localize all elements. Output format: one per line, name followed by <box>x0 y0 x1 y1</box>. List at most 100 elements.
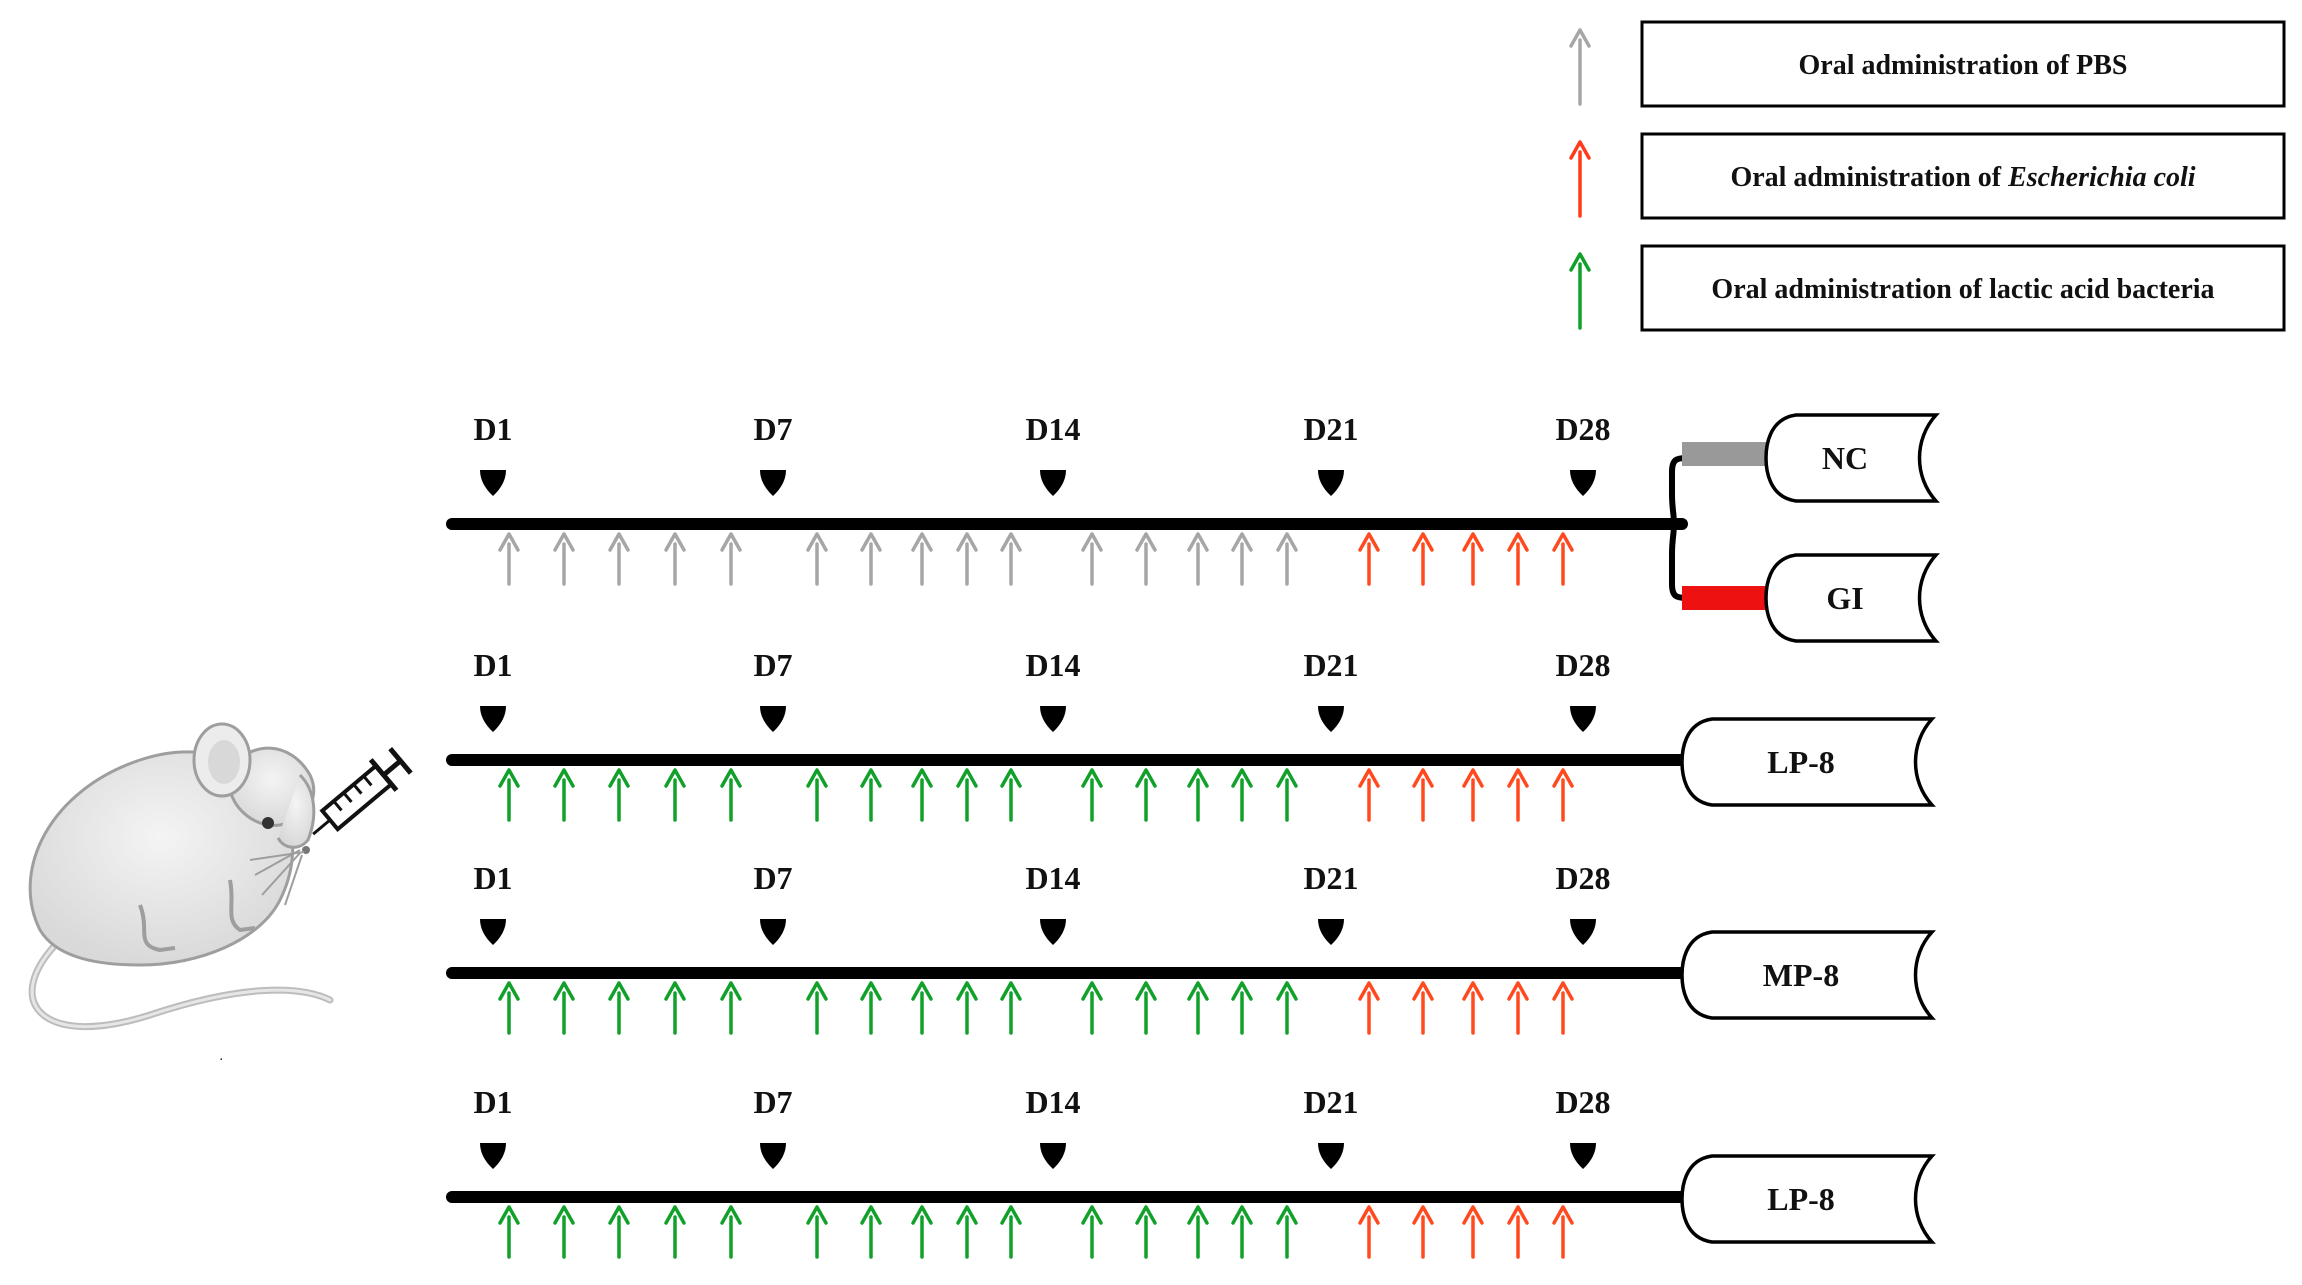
administration-arrow <box>1358 768 1380 822</box>
administration-arrow <box>498 768 520 822</box>
administration-arrow <box>1231 768 1253 822</box>
day-marker-icon <box>1318 470 1344 496</box>
day-label: D28 <box>1555 411 1610 447</box>
day-label: D21 <box>1303 1084 1358 1120</box>
group-box: GI <box>1764 553 1940 643</box>
administration-arrow <box>1000 532 1022 586</box>
day-marker-icon <box>760 470 786 496</box>
day-marker-icon <box>1570 1143 1596 1169</box>
administration-arrow <box>860 1205 882 1259</box>
legend-label: Oral administration of PBS <box>1798 50 2127 81</box>
legend-arrow <box>1569 140 1591 218</box>
administration-arrow <box>1000 1205 1022 1259</box>
day-marker-icon <box>1040 919 1066 945</box>
day-marker-icon <box>760 919 786 945</box>
administration-arrow <box>1231 981 1253 1035</box>
administration-arrow <box>806 768 828 822</box>
administration-arrow <box>1187 981 1209 1035</box>
day-marker-icon <box>760 1143 786 1169</box>
administration-arrow <box>1276 532 1298 586</box>
group-label: GI <box>1826 580 1863 616</box>
day-label: D1 <box>473 411 512 447</box>
day-marker-icon <box>1570 919 1596 945</box>
administration-arrow <box>498 1205 520 1259</box>
administration-arrow <box>1507 981 1529 1035</box>
administration-arrow <box>1507 1205 1529 1259</box>
gi-branch-bar <box>1682 586 1768 610</box>
administration-arrow <box>1552 1205 1574 1259</box>
administration-arrow <box>1462 1205 1484 1259</box>
administration-arrow <box>720 532 742 586</box>
day-label: D14 <box>1025 647 1080 683</box>
day-marker-icon <box>1318 706 1344 732</box>
administration-arrow <box>1552 532 1574 586</box>
day-marker-icon <box>1318 919 1344 945</box>
administration-arrow <box>1507 768 1529 822</box>
day-label: D21 <box>1303 411 1358 447</box>
day-label: D7 <box>753 411 792 447</box>
day-label: D14 <box>1025 1084 1080 1120</box>
administration-arrow <box>1462 532 1484 586</box>
administration-arrow <box>1135 532 1157 586</box>
administration-arrow <box>956 532 978 586</box>
day-marker-icon <box>1318 1143 1344 1169</box>
administration-arrow <box>860 768 882 822</box>
group-label: LP-8 <box>1767 744 1835 780</box>
group-label: MP-8 <box>1763 957 1839 993</box>
administration-arrow <box>1462 768 1484 822</box>
administration-arrow <box>664 981 686 1035</box>
day-label: D28 <box>1555 860 1610 896</box>
mouse-with-syringe-icon: . <box>28 722 413 1063</box>
administration-arrow <box>664 768 686 822</box>
legend-entry: Oral administration of PBS <box>1569 20 2286 108</box>
administration-arrow <box>1412 768 1434 822</box>
administration-arrow <box>608 981 630 1035</box>
administration-arrow <box>1081 768 1103 822</box>
day-label: D1 <box>473 1084 512 1120</box>
administration-arrow <box>1358 981 1380 1035</box>
legend-entry: Oral administration of Escherichia coli <box>1569 132 2286 220</box>
administration-arrow <box>1187 532 1209 586</box>
administration-arrow <box>1276 768 1298 822</box>
administration-arrow <box>1552 768 1574 822</box>
administration-arrow <box>1276 1205 1298 1259</box>
day-marker-icon <box>760 706 786 732</box>
administration-arrow <box>1412 1205 1434 1259</box>
day-label: D21 <box>1303 647 1358 683</box>
administration-arrow <box>1552 981 1574 1035</box>
administration-arrow <box>1358 532 1380 586</box>
brace-upper <box>1667 455 1687 527</box>
administration-arrow <box>553 532 575 586</box>
legend-entry: Oral administration of lactic acid bacte… <box>1569 244 2286 332</box>
nc-branch-bar <box>1682 442 1768 466</box>
administration-arrow <box>720 981 742 1035</box>
administration-arrow <box>911 1205 933 1259</box>
administration-arrow <box>553 981 575 1035</box>
day-marker-icon <box>1040 1143 1066 1169</box>
administration-arrow <box>911 981 933 1035</box>
legend: Oral administration of PBS Oral administr… <box>1569 20 2286 332</box>
administration-arrow <box>1412 532 1434 586</box>
day-label: D21 <box>1303 860 1358 896</box>
administration-arrow <box>1187 1205 1209 1259</box>
administration-arrow <box>860 532 882 586</box>
group-box: NC <box>1764 413 1940 503</box>
day-label: D14 <box>1025 860 1080 896</box>
administration-arrow <box>608 532 630 586</box>
svg-text:.: . <box>220 1052 223 1063</box>
administration-arrow <box>806 1205 828 1259</box>
day-marker-icon <box>1570 706 1596 732</box>
administration-arrow <box>608 1205 630 1259</box>
group-box: LP-8 <box>1680 717 1936 807</box>
administration-arrow <box>553 768 575 822</box>
administration-arrow <box>1507 532 1529 586</box>
day-marker-icon <box>1040 470 1066 496</box>
day-label: D7 <box>753 1084 792 1120</box>
day-label: D28 <box>1555 647 1610 683</box>
administration-arrow <box>1081 532 1103 586</box>
